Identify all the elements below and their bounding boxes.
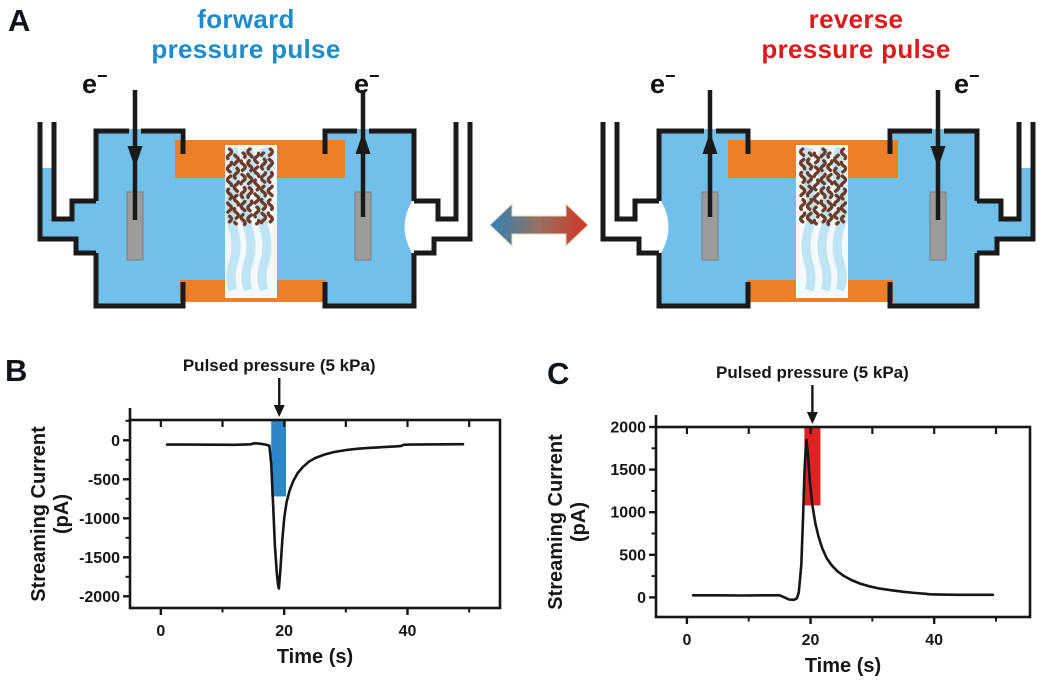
electron-minus: − <box>97 66 108 86</box>
reverse-pulse-title: reverse pressure pulse <box>696 4 1016 64</box>
reverse-title-line2: pressure pulse <box>761 34 951 64</box>
y-tick-label: 0 <box>111 433 120 450</box>
pulse-annotation: Pulsed pressure (5 kPa) <box>183 356 376 375</box>
x-tick-label: 40 <box>925 632 943 649</box>
y-axis-label: Streaming Current <box>545 434 567 610</box>
x-tick-label: 0 <box>682 632 691 649</box>
forward-title-line2: pressure pulse <box>151 34 341 64</box>
panel-b-letter: B <box>5 353 28 388</box>
chart-b-curve <box>165 441 465 590</box>
y-tick-label: -1000 <box>79 511 120 528</box>
chart-c-frame <box>654 425 1032 619</box>
electron-e: e <box>354 69 370 99</box>
y-tick-label: -2000 <box>79 589 120 606</box>
panel-c-letter: C <box>547 356 570 391</box>
electron-label-3: e− <box>650 66 676 99</box>
chart-b-frame <box>128 418 502 610</box>
y-tick-label: -500 <box>88 472 120 489</box>
chart-b-pulse-bar <box>271 420 287 497</box>
reverse-device <box>603 90 1033 306</box>
y-tick-label: 1500 <box>610 462 646 479</box>
electron-minus: − <box>369 66 380 86</box>
electron-label-2: e− <box>354 66 380 99</box>
y-axis-label: Streaming Current <box>28 426 50 602</box>
forward-pulse-title: forward pressure pulse <box>86 4 406 64</box>
y-tick-label: 500 <box>619 547 646 564</box>
x-tick-label: 20 <box>275 623 293 640</box>
y-tick-label: 2000 <box>610 420 646 437</box>
forward-title-line1: forward <box>197 4 295 34</box>
x-tick-label: 0 <box>156 623 165 640</box>
electron-minus: − <box>665 66 676 86</box>
chart-c-curve <box>691 438 995 602</box>
x-tick-label: 20 <box>802 632 820 649</box>
annotation-arrowhead <box>806 412 818 424</box>
panel-a-schematic <box>0 0 1047 348</box>
pulse-annotation: Pulsed pressure (5 kPa) <box>716 363 909 382</box>
panel-a-letter: A <box>8 3 31 38</box>
forward-device <box>40 90 470 306</box>
forward-reverse-toggle-arrow <box>489 202 589 248</box>
electron-e: e <box>650 69 666 99</box>
x-tick-label: 40 <box>399 623 417 640</box>
y-tick-label: 1000 <box>610 505 646 522</box>
annotation-arrowhead <box>273 405 285 417</box>
electron-minus: − <box>969 66 980 86</box>
y-tick-label: -1500 <box>79 550 120 567</box>
y-tick-label: 0 <box>637 590 646 607</box>
electron-label-4: e− <box>954 66 980 99</box>
reverse-title-line1: reverse <box>808 4 904 34</box>
electron-e: e <box>954 69 970 99</box>
y-axis-unit-label: (pA) <box>568 502 590 542</box>
y-axis-unit-label: (pA) <box>51 494 73 534</box>
x-axis-label: Time (s) <box>277 646 353 668</box>
x-axis-label: Time (s) <box>805 655 881 677</box>
electron-e: e <box>82 69 98 99</box>
electron-label-1: e− <box>82 66 108 99</box>
